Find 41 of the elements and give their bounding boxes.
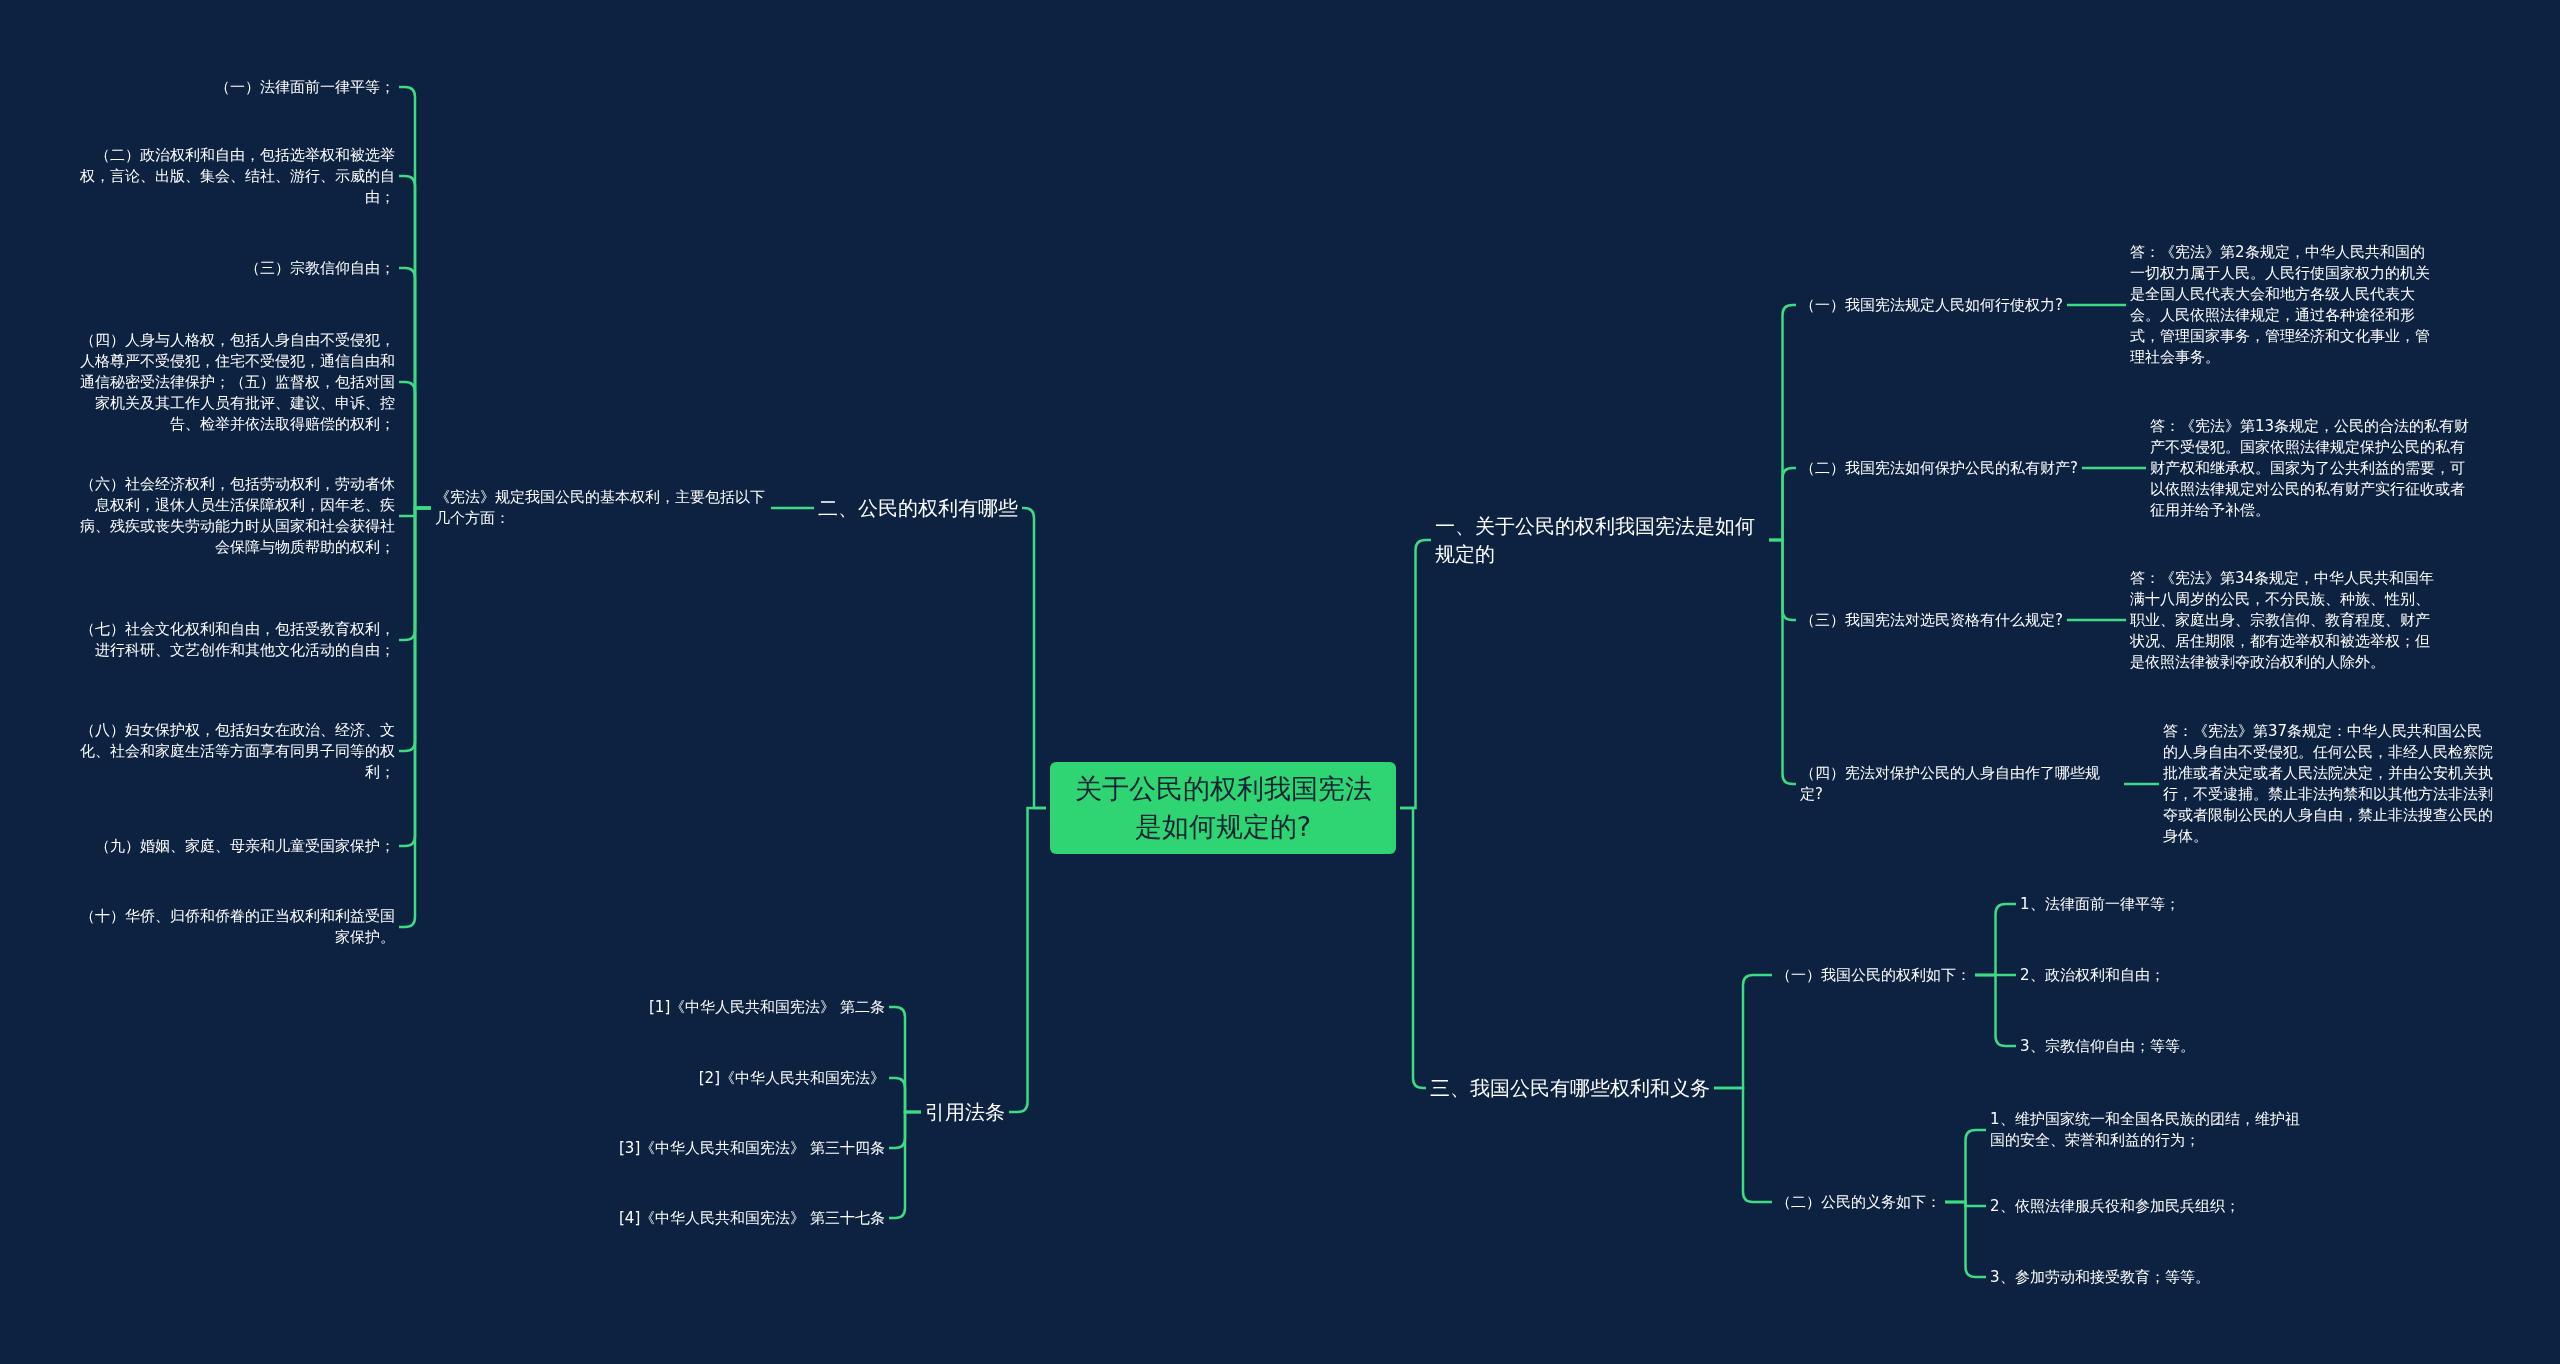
question-text: （三）我国宪法对选民资格有什么规定? bbox=[1800, 609, 2063, 631]
reference-text: [1]《中华人民共和国宪法》 第二条 bbox=[649, 996, 885, 1018]
question-text: 《宪法》规定我国公民的基本权利，主要包括以下几个方面： bbox=[435, 487, 767, 529]
reference-text: [4]《中华人民共和国宪法》 第三十七条 bbox=[619, 1207, 885, 1229]
topic-box: 关于公民的权利我国宪法是如何规定的? bbox=[1050, 762, 1396, 854]
list-item: （三）宗教信仰自由； bbox=[245, 257, 395, 279]
question-text: （二）公民的义务如下： bbox=[1776, 1191, 1941, 1213]
connector-line bbox=[2081, 466, 2146, 470]
list-item: 1、维护国家统一和全国各民族的团结，维护祖国的安全、荣誉和利益的行为； bbox=[1990, 1109, 2310, 1151]
list-item: 2、依照法律服兵役和参加民兵组织； bbox=[1990, 1195, 2240, 1217]
answer-text: 答：《宪法》第37条规定：中华人民共和国公民的人身自由不受侵犯。任何公民，非经人民检察院批准或者决定或者人民法院决定，并由公安机关执行，不受逮捕。禁止非法拘禁和以其他方法非法剥夺或者限制公民的人身自由，禁止非法搜查公民的身体。 bbox=[2163, 721, 2493, 847]
question-text: （一）我国宪法规定人民如何行使权力? bbox=[1800, 294, 2063, 316]
list-item: 3、参加劳动和接受教育；等等。 bbox=[1990, 1266, 2210, 1288]
branch-topic: 一、关于公民的权利我国宪法是如何规定的 bbox=[1435, 512, 1765, 568]
branch-topic: 引用法条 bbox=[925, 1098, 1005, 1126]
list-item: 3、宗教信仰自由；等等。 bbox=[2020, 1035, 2195, 1057]
connector-line bbox=[2066, 303, 2126, 307]
branch-topic: 二、公民的权利有哪些 bbox=[818, 494, 1018, 522]
list-item: （二）政治权利和自由，包括选举权和被选举权，言论、出版、集会、结社、游行、示威的自由； bbox=[75, 144, 395, 208]
list-item: （七）社会文化权利和自由，包括受教育权利，进行科研、文艺创作和其他文化活动的自由； bbox=[75, 619, 395, 661]
list-item: （十）华侨、归侨和侨眷的正当权利和利益受国家保护。 bbox=[75, 906, 395, 948]
question-text: （一）我国公民的权利如下： bbox=[1776, 964, 1971, 986]
answer-text: 答：《宪法》第13条规定，公民的合法的私有财产不受侵犯。国家依照法律规定保护公民的私有财产权和继承权。国家为了公共利益的需要，可以依照法律规定对公民的私有财产实行征收或者征用并给予补偿。 bbox=[2150, 415, 2475, 521]
reference-text: [3]《中华人民共和国宪法》 第三十四条 bbox=[619, 1137, 885, 1159]
list-item: （一）法律面前一律平等； bbox=[215, 76, 395, 98]
reference-text: [2]《中华人民共和国宪法》 bbox=[698, 1067, 885, 1089]
connector-line bbox=[2124, 782, 2159, 786]
list-item: 2、政治权利和自由； bbox=[2020, 964, 2165, 986]
answer-text: 答：《宪法》第34条规定，中华人民共和国年满十八周岁的公民，不分民族、种族、性别、职业、家庭出身、宗教信仰、教育程度、财产状况、居住期限，都有选举权和被选举权；但是依照法律被剥夺政治权利的人除外。 bbox=[2130, 567, 2440, 673]
answer-text: 答：《宪法》第2条规定，中华人民共和国的一切权力属于人民。人民行使国家权力的机关是全国人民代表大会和地方各级人民代表大会。人民依照法律规定，通过各种途径和形式，管理国家事务，管理经济和文化事业，管理社会事务。 bbox=[2130, 242, 2430, 368]
connector-line bbox=[2066, 618, 2126, 622]
branch-topic: 三、我国公民有哪些权利和义务 bbox=[1430, 1074, 1710, 1102]
list-item: 1、法律面前一律平等； bbox=[2020, 893, 2180, 915]
question-text: （四）宪法对保护公民的人身自由作了哪些规定? bbox=[1800, 763, 2120, 805]
list-item: （四）人身与人格权，包括人身自由不受侵犯，人格尊严不受侵犯，住宅不受侵犯，通信自由和通信秘密受法律保护；（五）监督权，包括对国家机关及其工作人员有批评、建议、申诉、控告、检举并依法取得赔偿的权利； bbox=[75, 329, 395, 435]
list-item: （八）妇女保护权，包括妇女在政治、经济、文化、社会和家庭生活等方面享有同男子同等的权利； bbox=[75, 719, 395, 783]
connector-line bbox=[1400, 806, 1426, 1090]
list-item: （六）社会经济权利，包括劳动权利，劳动者休息权利，退休人员生活保障权利，因年老、疾病、残疾或丧失劳动能力时从国家和社会获得社会保障与物质帮助的权利； bbox=[75, 474, 395, 558]
list-item: （九）婚姻、家庭、母亲和儿童受国家保护； bbox=[95, 835, 395, 857]
question-text: （二）我国宪法如何保护公民的私有财产? bbox=[1800, 457, 2078, 479]
connector-line bbox=[771, 506, 814, 510]
